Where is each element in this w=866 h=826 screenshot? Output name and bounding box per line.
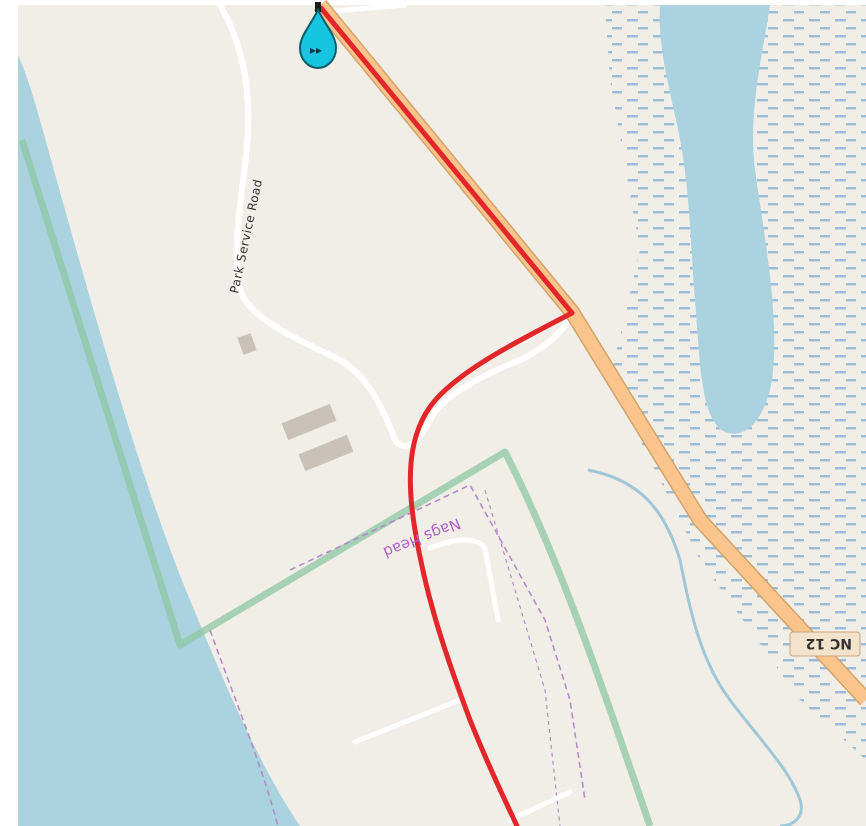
building: [298, 434, 354, 472]
stream: [587, 468, 803, 826]
route-line[interactable]: [318, 5, 575, 826]
admin-boundary-town-inner: [484, 489, 561, 826]
admin-boundary-coast: [209, 629, 279, 826]
park-service-road[interactable]: [217, 2, 573, 449]
highway-shield: NC 12: [789, 631, 861, 657]
neighborhood-road-lower[interactable]: [507, 789, 573, 823]
admin-boundary-town: [289, 483, 586, 801]
park-boundary: [18, 138, 654, 826]
ocean-water: [18, 55, 300, 826]
sound-water: [659, 5, 775, 434]
building: [237, 333, 257, 355]
water-drop-pin-icon: [298, 7, 338, 70]
route-start-marker[interactable]: ▸▸: [298, 2, 338, 70]
neighborhood-road[interactable]: [427, 537, 501, 623]
neighborhood-road-cross[interactable]: [352, 697, 463, 745]
marker-glyph: ▸▸: [310, 43, 322, 57]
highway-shield-label: NC 12: [806, 635, 852, 651]
service-road-top[interactable]: [319, 2, 408, 15]
building: [281, 403, 337, 441]
